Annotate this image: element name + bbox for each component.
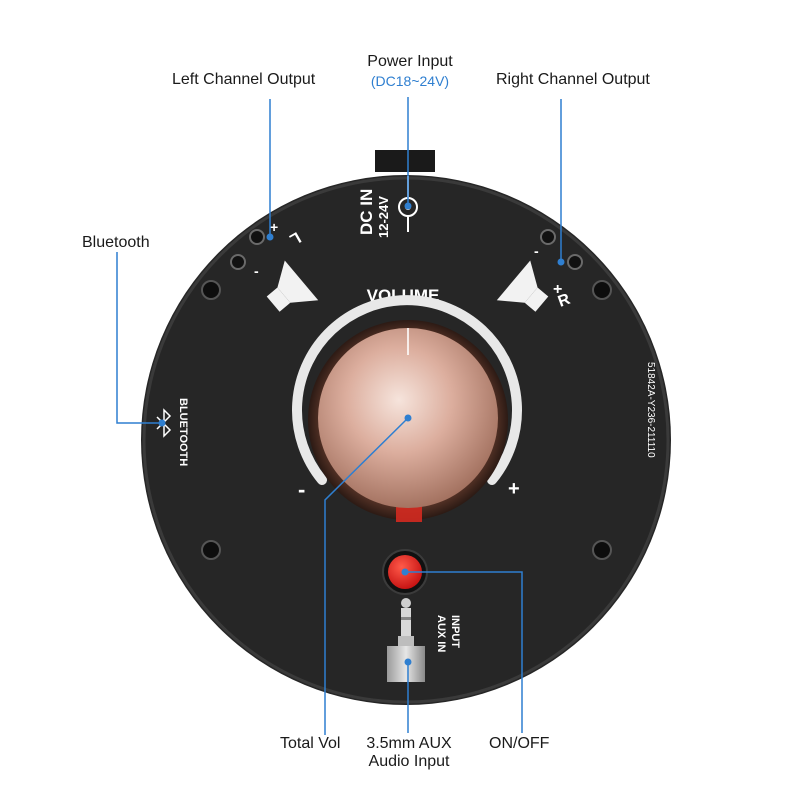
right-minus-mark: - xyxy=(534,243,539,259)
input-board-label: INPUT xyxy=(449,615,461,648)
right-channel-terminals xyxy=(540,229,583,270)
on-off-label: ON/OFF xyxy=(489,735,550,752)
left-speaker-icon xyxy=(266,260,319,312)
left-plus-mark: + xyxy=(270,219,278,235)
volume-scale-arc xyxy=(292,295,522,485)
power-input-label: Power Input xyxy=(367,53,453,70)
left-channel-terminals xyxy=(230,229,265,270)
dc-spec-label: 12-24V xyxy=(376,196,391,238)
right-speaker-icon xyxy=(496,260,549,312)
mounting-screws xyxy=(201,280,612,560)
aux-input-label-line1: 3.5mm AUX xyxy=(366,735,452,752)
callout-dots xyxy=(158,202,565,666)
left-channel-label: Left Channel Output xyxy=(172,71,316,88)
aux-input-label-line2: Audio Input xyxy=(368,753,450,770)
aux-in-board-label: AUX IN xyxy=(435,615,447,652)
dc-jack-housing xyxy=(375,150,435,172)
left-minus-mark: - xyxy=(254,263,259,279)
serial-label: 51842A-Y236-211110 xyxy=(645,362,656,458)
total-vol-label: Total Vol xyxy=(280,735,341,752)
volume-plus-mark: + xyxy=(508,478,520,500)
right-plus-mark: + xyxy=(553,281,562,298)
right-channel-label: Right Channel Output xyxy=(496,71,650,88)
bluetooth-board-label: BLUETOOTH xyxy=(177,398,189,466)
callout-lines xyxy=(116,97,562,735)
dc-in-label: DC IN xyxy=(357,189,376,235)
volume-minus-mark: - xyxy=(298,477,305,502)
bluetooth-label: Bluetooth xyxy=(82,234,150,251)
power-input-spec: (DC18~24V) xyxy=(370,73,450,89)
